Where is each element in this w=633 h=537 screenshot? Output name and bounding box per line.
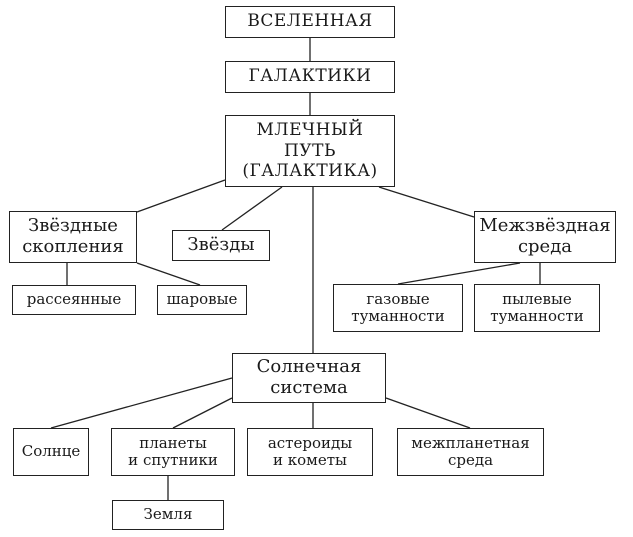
node-interplanetary-medium: межпланетная среда: [397, 428, 544, 476]
node-stars: Звёзды: [172, 230, 270, 261]
edge-clusters-globular: [136, 262, 201, 286]
node-interstellar-medium: Межзвёздная среда: [474, 211, 616, 263]
node-open-clusters: рассеянные: [12, 285, 136, 315]
edge-interstellar-gas: [397, 262, 521, 285]
edge-milky-way-stars: [221, 186, 283, 231]
edge-solar-planets: [172, 397, 233, 429]
edge-milky-way-star-clusters: [136, 179, 226, 213]
node-universe: ВСЕЛЕННАЯ: [225, 6, 395, 38]
edge-milky-way-interstellar: [378, 186, 475, 218]
node-solar-system: Солнечная система: [232, 353, 386, 403]
edge-solar-sun: [50, 377, 233, 429]
node-asteroids-comets: астероиды и кометы: [247, 428, 373, 476]
node-star-clusters: Звёздные скопления: [9, 211, 137, 263]
node-planets-satellites: планеты и спутники: [111, 428, 235, 476]
node-gas-nebulae: газовые туманности: [333, 284, 463, 332]
node-sun: Солнце: [13, 428, 89, 476]
node-globular-clusters: шаровые: [157, 285, 247, 315]
edge-solar-interplanetary: [385, 397, 471, 429]
node-earth: Земля: [112, 500, 224, 530]
node-galaxies: ГАЛАКТИКИ: [225, 61, 395, 93]
node-milky-way: МЛЕЧНЫЙ ПУТЬ (ГАЛАКТИКА): [225, 115, 395, 187]
node-dust-nebulae: пылевые туманности: [474, 284, 600, 332]
